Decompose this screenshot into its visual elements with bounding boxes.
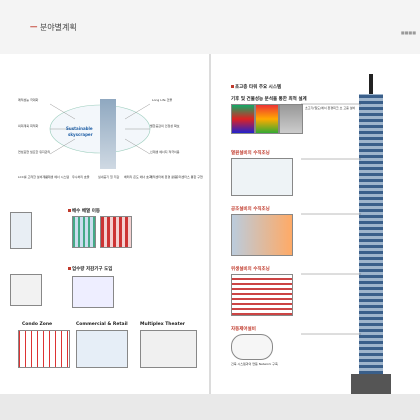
title-mark: ㅡ: [30, 23, 38, 32]
drain-thumb-1: [10, 212, 32, 249]
page-marker: ■■■■: [400, 30, 416, 35]
tower-base: [351, 374, 391, 394]
tower-image: [100, 99, 116, 169]
left-page: Sustainable skyscraper 쾌적성능 극대화 외피계획 최적화…: [0, 54, 209, 394]
right-item-0: Long Life 건물: [152, 98, 173, 102]
zone-theater: Multiplex Theater: [140, 322, 185, 327]
s5-image: [231, 334, 273, 360]
analysis-img-1: [231, 104, 255, 134]
right-title: 초고층 타워 주요 시스템: [231, 84, 281, 90]
sec-fuel-title: 업수량 저감기구 도입: [68, 266, 112, 272]
left-item-1: 외피계획 최적화: [18, 124, 39, 128]
s5-title: 자동제어설비: [231, 327, 256, 332]
header-title: 분야별계획: [39, 23, 77, 32]
bottom-item-4: 배터리 온도 에너 효과: [124, 175, 152, 179]
analysis-img-2: [255, 104, 279, 134]
sec-drain-title: 배수 배열 이동: [68, 208, 100, 214]
drain-thumb-3: [100, 216, 132, 248]
zone-commercial: Commercial & Retail: [76, 322, 128, 327]
theater-image: [140, 330, 197, 368]
right-page: 초고층 타워 주요 시스템 기후 및 건물성능 분석을 통한 최적 설계 초고기…: [211, 54, 420, 394]
drain-thumb-2: [72, 216, 96, 248]
right-item-1: 별한공감의 인정성 확보: [150, 124, 180, 128]
center-label-1: Sustainable: [66, 126, 93, 131]
s4-title: 위생설비의 수직조닝: [231, 267, 270, 272]
bottom-item-1: 신재생 에너 시스템: [45, 175, 69, 179]
s3-image: [231, 214, 293, 256]
right-item-2: 신재생 에너지 적극이용: [150, 150, 180, 154]
bottom-item-0: LCC를 고려한 설비계획: [18, 175, 48, 179]
left-item-0: 쾌적성능 극대화: [18, 98, 39, 102]
condo-image: [18, 330, 70, 368]
s3-title: 공조설비의 수직조닝: [231, 207, 270, 212]
fuel-thumb-2: [72, 276, 114, 308]
s1-note: 초고기(밀도)에서 환경피크 초 고층 설비: [305, 106, 356, 110]
page-title: ㅡ 분야별계획: [30, 22, 77, 33]
page-header: ㅡ 분야별계획 ■■■■: [0, 0, 420, 54]
spine: [209, 54, 211, 394]
s1-title: 기후 및 건물성능 분석을 통한 최적 설계: [231, 97, 307, 102]
commercial-image: [76, 330, 128, 368]
s2-image: [231, 158, 293, 196]
tower-body: [359, 94, 383, 374]
zone-condo: Condo Zone: [22, 322, 53, 327]
left-item-2: 연성표현 필요한 유지관리: [18, 150, 51, 154]
bottom-item-5: 쾌적센터에 환경 활용: [150, 175, 177, 179]
bottom-item-3: 실내공기 질 저감: [98, 175, 120, 179]
bottom-item-2: 우수처리 효율: [72, 175, 90, 179]
bottom-item-6: 유리센터스 통합 구현: [176, 175, 203, 179]
s2-title: 열원설비의 수직조닝: [231, 151, 270, 156]
center-label-2: skyscraper: [68, 132, 93, 137]
right-tower: [351, 74, 399, 394]
analysis-img-3: [279, 104, 303, 134]
s4-image: [231, 274, 293, 316]
fuel-thumb-1: [10, 274, 42, 306]
connector-lines: [301, 103, 361, 335]
s5-note: 건축 시스템과의 연동 Network 구축: [231, 362, 278, 366]
